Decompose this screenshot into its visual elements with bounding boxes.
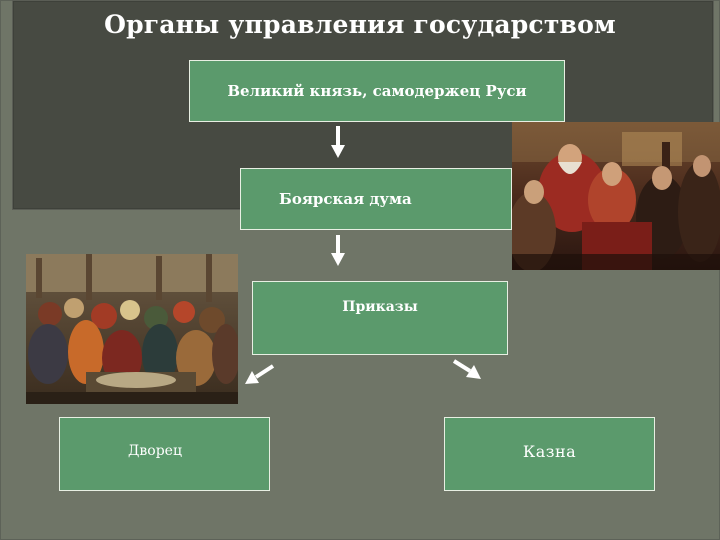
node-grand-prince-label: Великий князь, самодержец Руси xyxy=(227,82,527,100)
arrow-duma-to-prikazy xyxy=(331,235,345,266)
node-kazna-label: Казна xyxy=(522,441,577,461)
painting-boyar-duma-image xyxy=(512,122,720,270)
node-prikazy: Приказы xyxy=(252,281,508,355)
painting-market-crowd-image xyxy=(26,254,238,404)
node-kazna: Казна xyxy=(444,417,655,491)
painting-market-crowd xyxy=(26,254,238,404)
node-dvorets-label: Дворец xyxy=(128,443,182,459)
node-prikazy-label: Приказы xyxy=(342,299,418,315)
slide-title: Органы управления государством xyxy=(104,10,616,39)
arrow-prikazy-to-kazna xyxy=(452,359,481,379)
node-dvorets: Дворец xyxy=(59,417,270,491)
node-boyar-duma: Боярская дума xyxy=(240,168,512,230)
painting-boyar-duma xyxy=(512,122,720,270)
arrow-grand-prince-to-duma xyxy=(331,126,345,158)
node-grand-prince: Великий князь, самодержец Руси xyxy=(189,60,565,122)
node-boyar-duma-label: Боярская дума xyxy=(279,190,412,208)
arrow-prikazy-to-dvorets xyxy=(245,364,275,384)
